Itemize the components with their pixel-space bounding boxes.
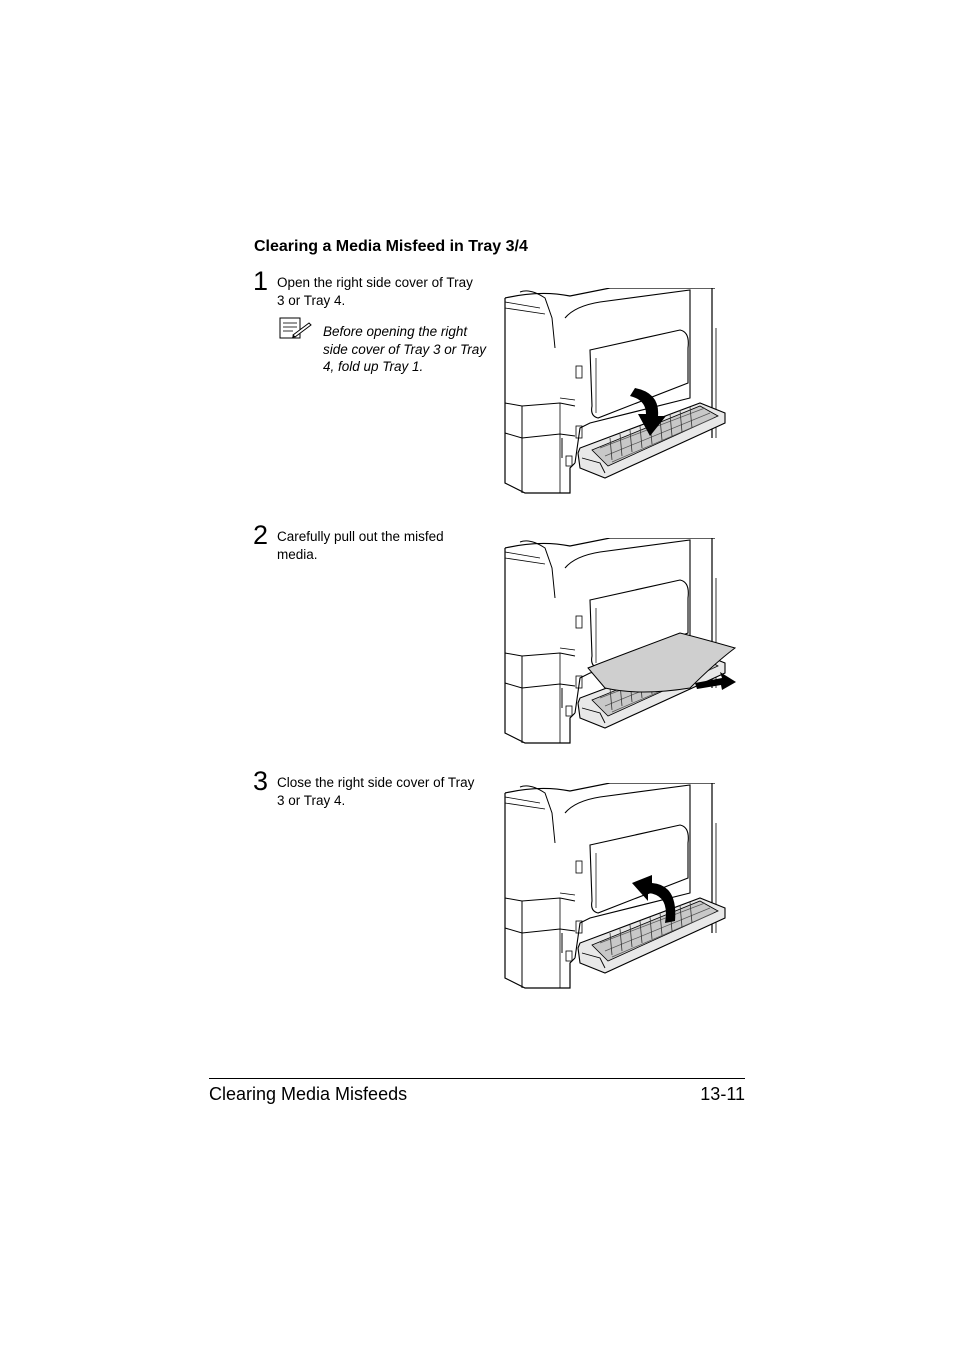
note-pencil-icon — [279, 317, 312, 339]
footer-rule — [209, 1078, 745, 1079]
step-text: Carefully pull out the misfed media. — [277, 529, 444, 562]
illustration-pull-media — [504, 538, 737, 744]
step-text: Open the right side cover of Tray 3 or T… — [277, 275, 473, 308]
note-text: Before opening the right side cover of T… — [323, 324, 487, 374]
illustration-open-cover — [504, 288, 726, 494]
footer-page-number: 13-11 — [700, 1084, 745, 1104]
step-number: 1 — [253, 266, 269, 296]
step-number: 2 — [253, 520, 269, 550]
step-text: Close the right side cover of Tray 3 or … — [277, 775, 475, 808]
illustration-close-cover — [504, 783, 726, 989]
section-title: Clearing a Media Misfeed in Tray 3/4 — [254, 238, 528, 255]
footer-chapter: Clearing Media Misfeeds — [209, 1084, 408, 1104]
step-number: 3 — [253, 766, 269, 796]
